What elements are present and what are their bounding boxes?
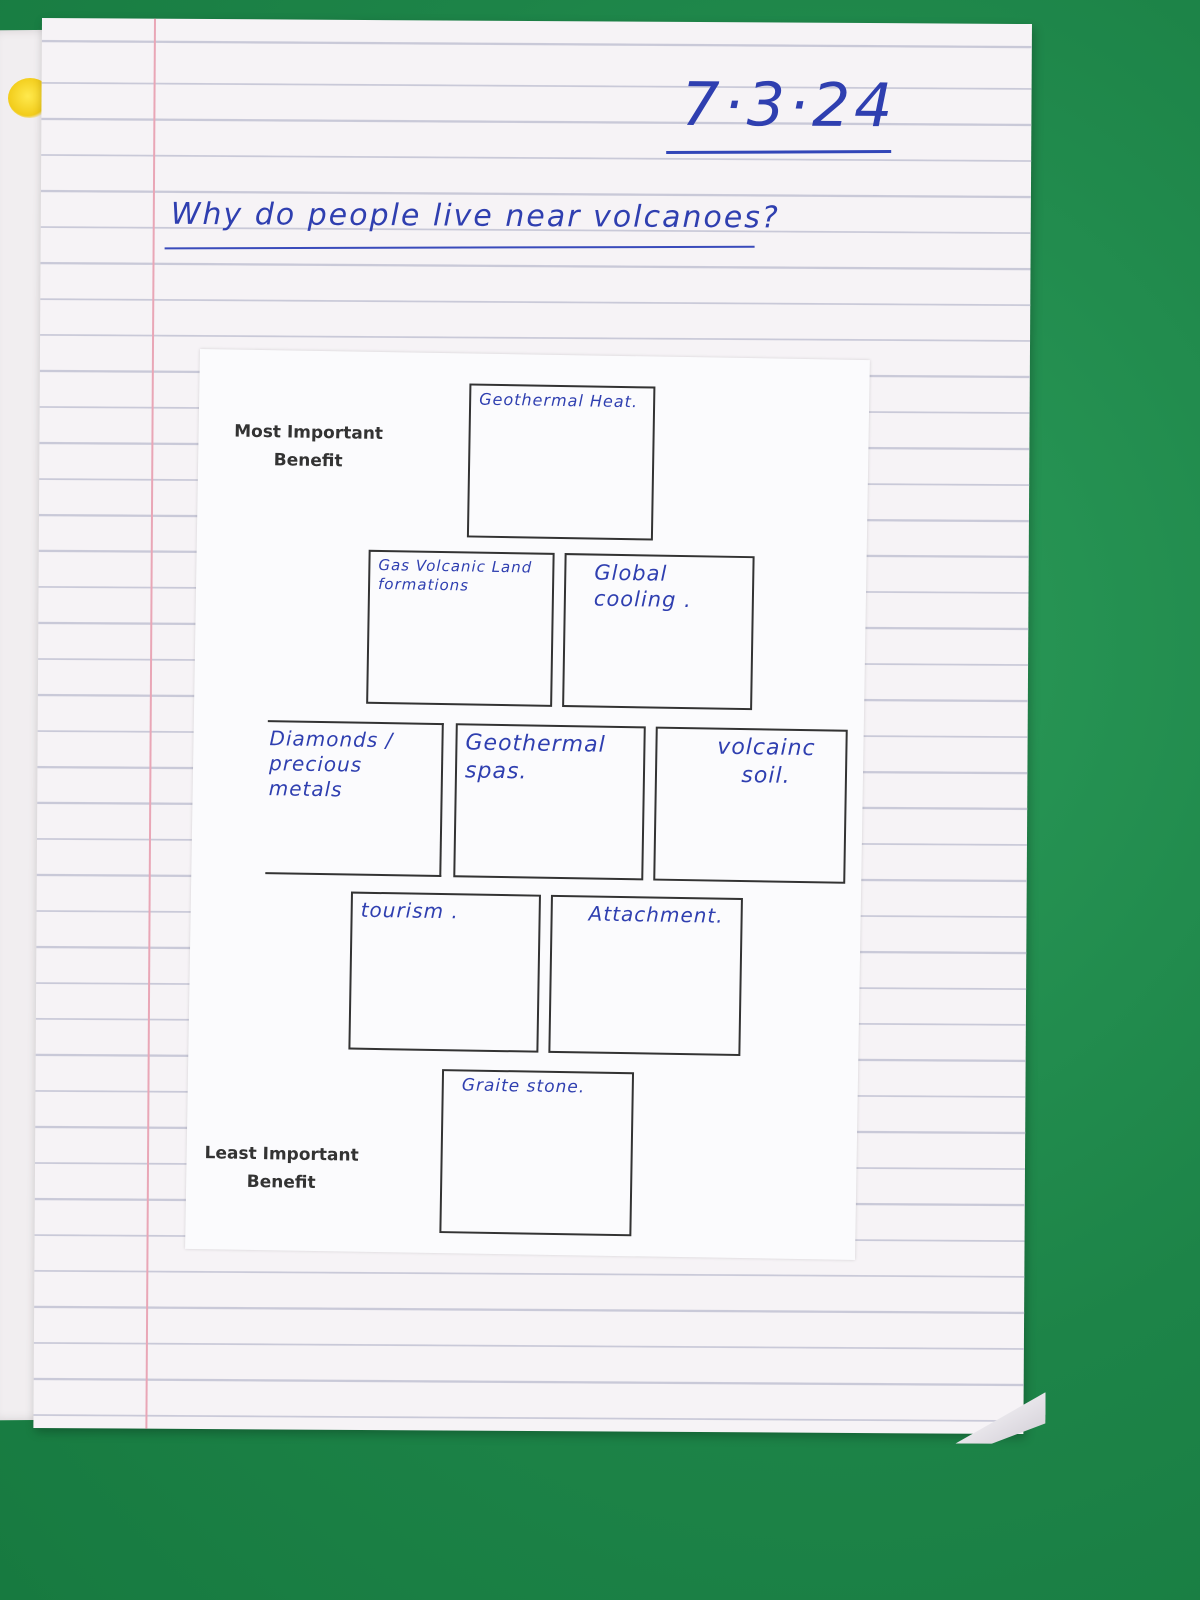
diamond-ranking-worksheet: Most Important Benefit Least Important B… <box>185 348 870 1260</box>
box-text: tourism . <box>360 897 460 924</box>
box-text: Graite stone. <box>461 1075 586 1098</box>
most-important-label: Most Important Benefit <box>234 421 384 472</box>
rank-box-row5-1: Graite stone. <box>439 1069 635 1237</box>
question-underline <box>164 245 755 250</box>
rank-box-row3-1: Diamonds / precious metals <box>265 720 444 878</box>
handwritten-question: Why do people live near volcanoes? <box>170 196 780 236</box>
rank-box-row4-1: tourism . <box>348 891 541 1053</box>
handwritten-date: 7·3·24 <box>681 69 897 142</box>
box-text: volcainc soil. <box>717 734 816 789</box>
notebook-page: 7·3·24 Why do people live near volcanoes… <box>33 18 1032 1434</box>
rank-box-row3-2: Geothermal spas. <box>453 723 646 881</box>
box-text: Geothermal Heat. <box>479 389 639 412</box>
rank-box-row3-3: volcainc soil. <box>653 726 848 884</box>
margin-line <box>145 18 156 1429</box>
rank-box-row1-1: Geothermal Heat. <box>466 383 656 541</box>
rank-box-row2-1: Gas Volcanic Land formations <box>366 549 555 707</box>
box-text: Attachment. <box>588 901 724 928</box>
box-text: Diamonds / precious metals <box>268 726 394 802</box>
least-important-label: Least Important Benefit <box>204 1143 359 1194</box>
date-underline <box>666 150 892 154</box>
box-text: Global cooling . <box>593 560 692 613</box>
box-text: Geothermal spas. <box>464 730 606 784</box>
box-text: Gas Volcanic Land formations <box>377 555 533 595</box>
rank-box-row4-2: Attachment. <box>548 894 743 1057</box>
rank-box-row2-2: Global cooling . <box>562 553 755 711</box>
